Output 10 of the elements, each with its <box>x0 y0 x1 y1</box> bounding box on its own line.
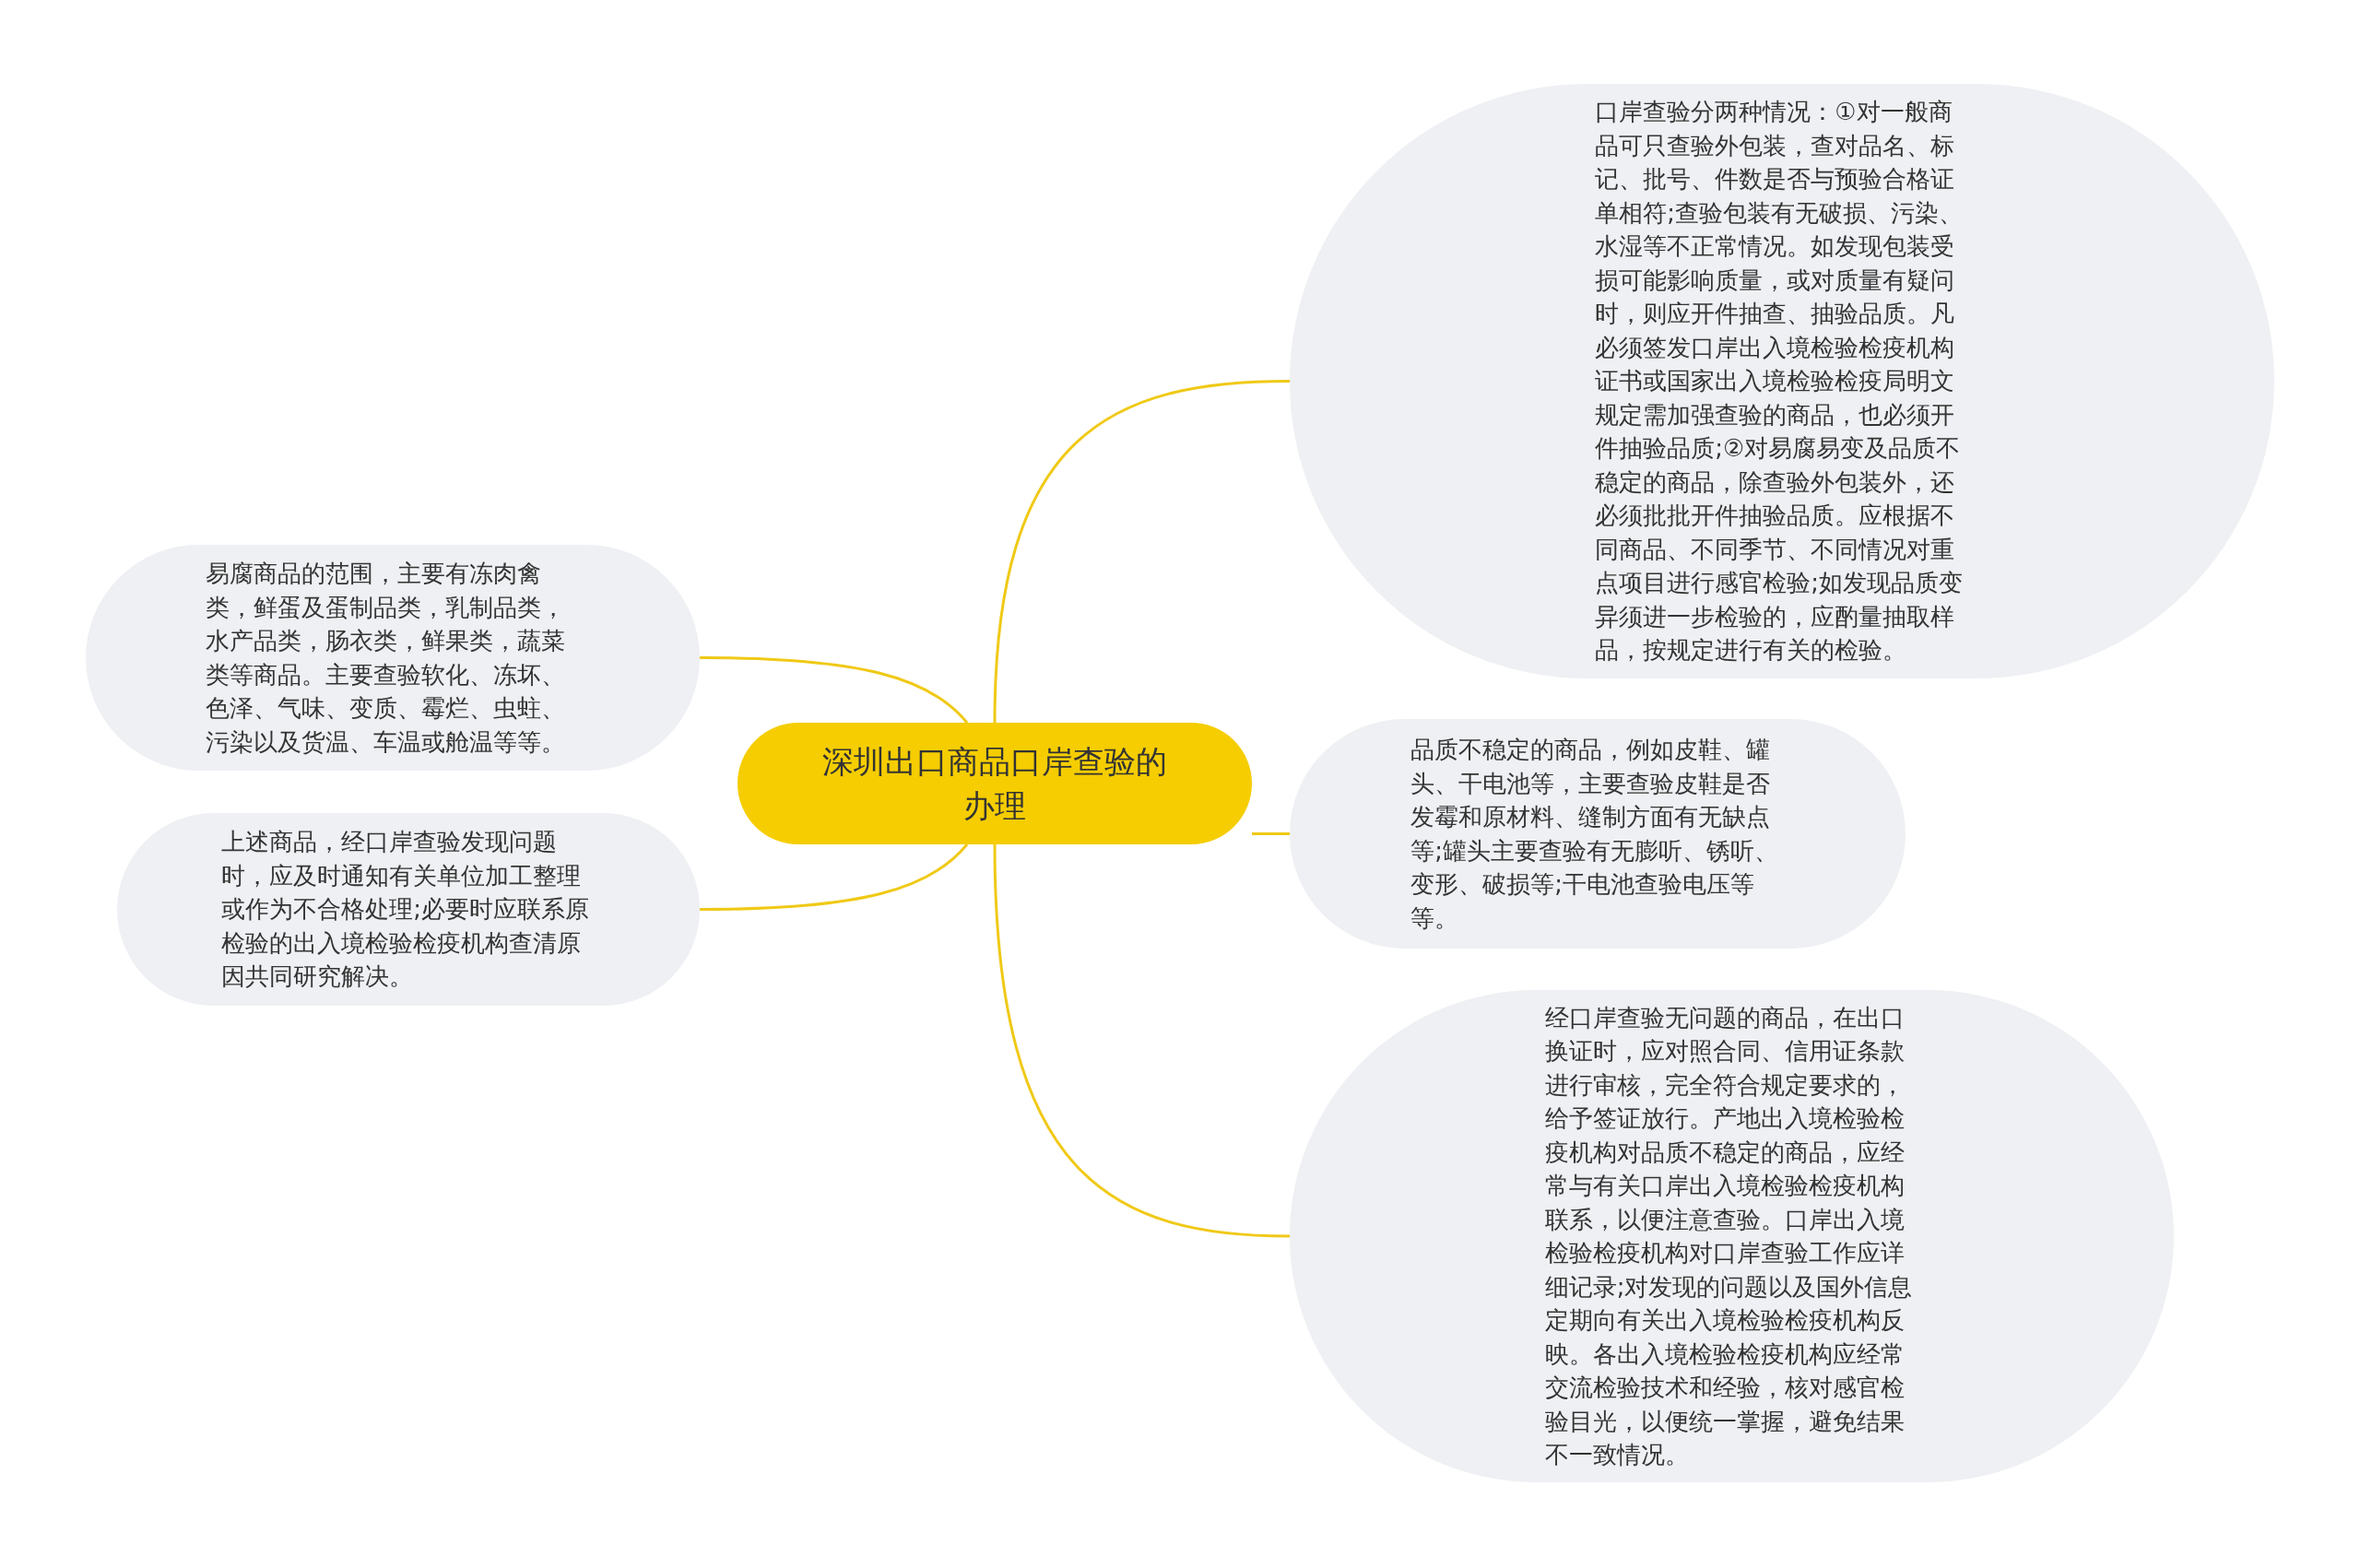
topic-text: 经口岸查验无问题的商品，在出口换证时，应对照合同、信用证条款进行审核，完全符合规定要求的，给予签证放行。产地出入境检验检疫机构对品质不稳定的商品，应经常与有关口岸出入境检验检疫机构联系，以便注意查验。口岸出入境检验检疫机构对口岸查验工作应详细记录;对发现的问题以及国外信息定期向有关出入境检验检疫机构反映。各出入境检验检疫机构应经常交流检验技术和经验，核对感官检验目光，以便统一掌握，避免结果不一致情况。 <box>1544 1002 1914 1470</box>
topic-text: 上述商品，经口岸查验发现问题时，应及时通知有关单位加工整理或作为不合格处理;必要时应联系原检验的出入境检验检疫机构查清原因共同研究解决。 <box>221 827 590 993</box>
connector <box>993 380 1291 724</box>
topic-title: 深圳出口商品口岸查验的办理 <box>821 742 1168 826</box>
connector <box>1252 832 1290 835</box>
connector <box>700 843 969 911</box>
topic-text: 品质不稳定的商品，例如皮鞋、罐头、干电池等，主要查验皮鞋是否发霉和原材料、缝制方面有无缺点等;罐头主要查验有无膨听、锈听、变形、破损等;干电池查验电压等等。 <box>1410 735 1779 934</box>
topic-text: 口岸查验分两种情况：①对一般商品可只查验外包装，查对品名、标记、批号、件数是否与预验合格证单相符;查验包装有无破损、污染、水湿等不正常情况。如发现包装受损可能影响质量，或对质量有疑问时，则应开件抽查、抽验品质。凡必须签发口岸出入境检验检疫机构证书或国家出入境检验检疫局明文规定需加强查验的商品，也必须开件抽验品质;②对易腐易变及品质不稳定的商品，除查验外包装外，还必须批批开件抽验品质。应根据不同商品、不同季节、不同情况对重点项目进行感官检验;如发现品质变异须进一步检验的，应酌量抽取样品，按规定进行有关的检验。 <box>1595 97 1964 666</box>
connector <box>700 656 969 724</box>
topic-text: 易腐商品的范围，主要有冻肉禽类，鲜蛋及蛋制品类，乳制品类，水产品类，肠衣类，鲜果类，蔬菜类等商品。主要查验软化、冻坏、色泽、气味、变质、霉烂、虫蛀、污染以及货温、车温或舱温等等。 <box>206 559 567 758</box>
